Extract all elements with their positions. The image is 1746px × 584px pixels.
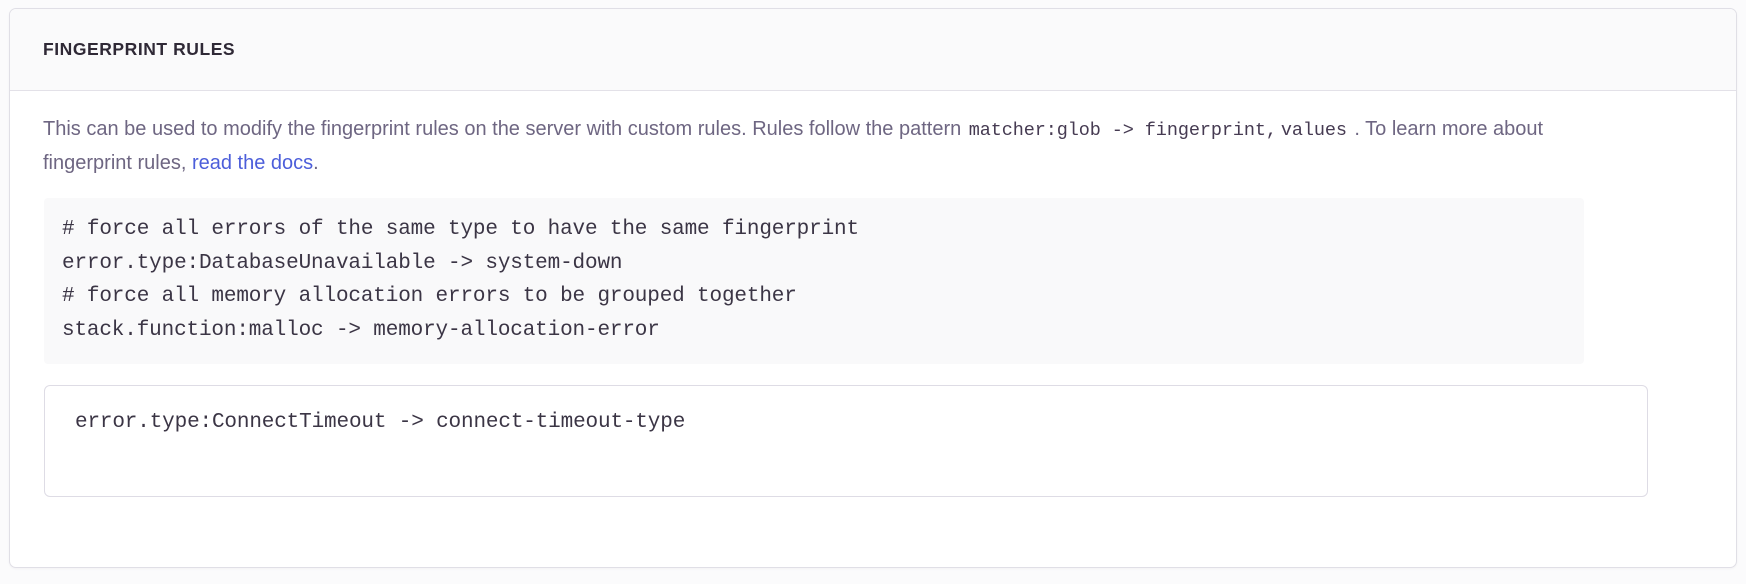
example-rules-code-block: # force all errors of the same type to h… — [44, 198, 1584, 364]
read-the-docs-link[interactable]: read the docs — [191, 152, 314, 174]
description-code-pattern: matcher:glob -> fingerprint, — [968, 120, 1277, 141]
fingerprint-rules-panel: Fingerprint Rules This can be used to mo… — [9, 8, 1737, 568]
description-code-values: values — [1280, 120, 1347, 141]
panel-body: This can be used to modify the fingerpri… — [10, 91, 1736, 567]
description-text-part1: This can be used to modify the fingerpri… — [43, 118, 967, 140]
panel-header: Fingerprint Rules — [10, 9, 1736, 91]
fingerprint-rules-panel-wrapper: Fingerprint Rules This can be used to mo… — [9, 8, 1737, 568]
description-text-part3: . — [313, 152, 319, 174]
panel-description: This can be used to modify the fingerpri… — [43, 113, 1603, 180]
page-title: Fingerprint Rules — [43, 38, 236, 59]
fingerprint-rules-input[interactable] — [44, 385, 1648, 497]
description-text-part2: . To learn more about fingerprint rules, — [43, 118, 1544, 174]
